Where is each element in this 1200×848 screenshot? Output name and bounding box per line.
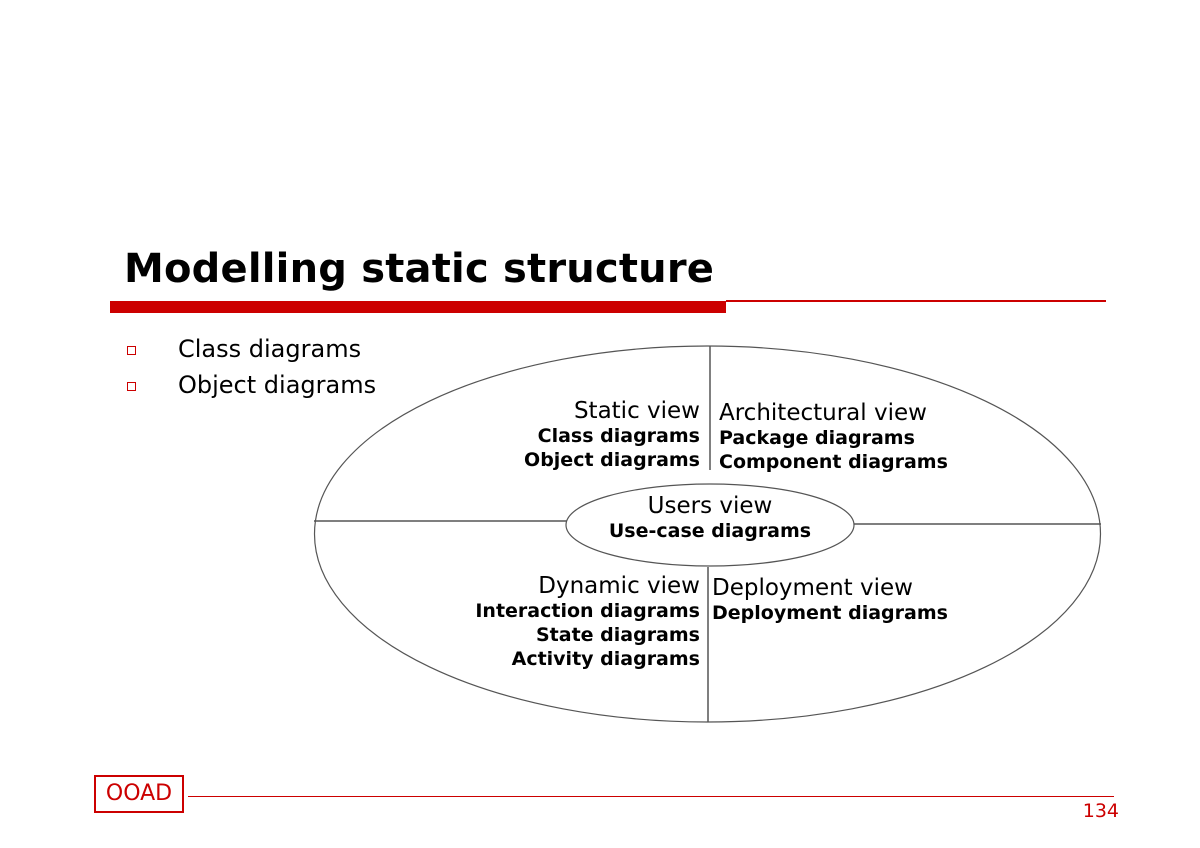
bullet-text: Object diagrams (178, 371, 377, 399)
view-title: Dynamic view (538, 573, 700, 599)
bullet-text: Class diagrams (178, 335, 362, 363)
page-number: 134 (1082, 800, 1119, 822)
diagram-label: Package diagrams (719, 427, 915, 449)
diagram-label: Component diagrams (719, 451, 948, 473)
bullet-item: Class diagrams (126, 334, 376, 370)
diagram-label: Interaction diagrams (475, 600, 700, 622)
view-title: Deployment view (712, 575, 913, 601)
footer-divider (188, 796, 1114, 797)
diagram-label: State diagrams (535, 624, 700, 646)
title-underline-thick (110, 301, 726, 313)
quadrant-dynamic-view: Dynamic view Interaction diagrams State … (475, 573, 700, 671)
diagram-label: Deployment diagrams (712, 602, 948, 624)
title-underline-thin (726, 300, 1106, 302)
center-users-view: Users view Use-case diagrams (566, 493, 854, 543)
ooad-logo: OOAD (94, 775, 184, 813)
bullet-item: Object diagrams (126, 370, 376, 406)
view-title: Architectural view (719, 400, 927, 426)
quadrant-deployment-view: Deployment view Deployment diagrams (712, 575, 948, 625)
bullet-list: Class diagrams Object diagrams (126, 334, 376, 406)
view-title: Static view (573, 398, 700, 424)
quadrant-architectural-view: Architectural view Package diagrams Comp… (719, 400, 948, 474)
diagram-label: Use-case diagrams (608, 520, 812, 542)
quadrant-static-view: Static view Class diagrams Object diagra… (524, 398, 700, 472)
slide-title: Modelling static structure (124, 246, 715, 292)
diagram-label: Object diagrams (524, 449, 700, 471)
diagram-label: Activity diagrams (511, 648, 700, 670)
hollow-square-bullet-icon (127, 346, 136, 355)
hollow-square-bullet-icon (127, 382, 136, 391)
view-title: Users view (647, 493, 773, 519)
diagram-label: Class diagrams (537, 425, 700, 447)
inner-ellipse (565, 483, 855, 567)
